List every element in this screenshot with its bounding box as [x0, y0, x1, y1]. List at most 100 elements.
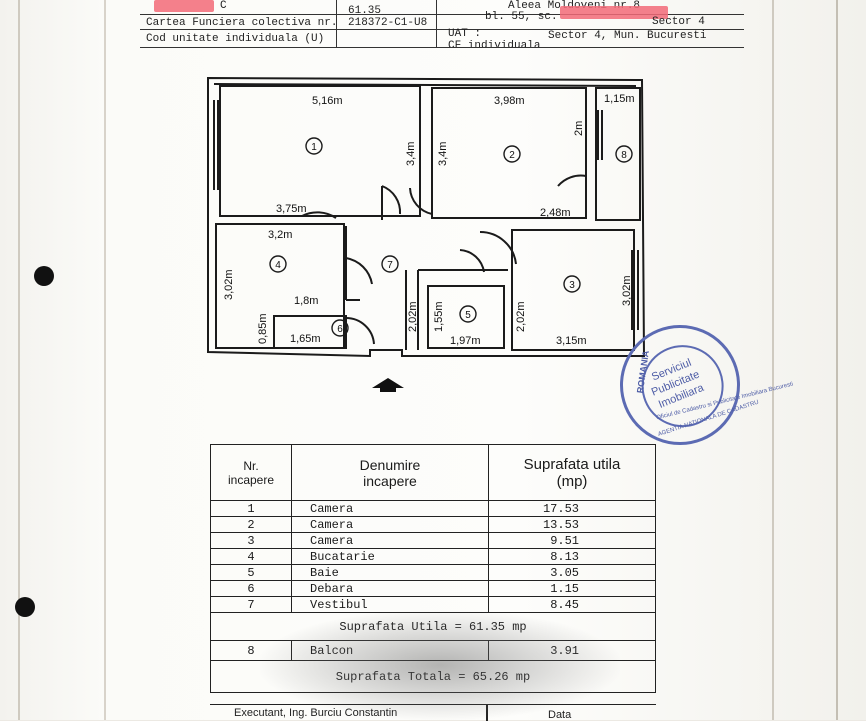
- total-row: Suprafata Totala = 65.26 mp: [210, 660, 656, 693]
- room-7-number: 7: [387, 260, 393, 271]
- dim-r3-side: 3,02m: [621, 275, 633, 306]
- row-name: Vestibul: [291, 596, 489, 613]
- room-6-outline: [273, 315, 347, 349]
- room-3-number: 3: [569, 280, 575, 291]
- row-name: Camera: [291, 532, 489, 549]
- page-edge-far-right: [836, 0, 838, 720]
- room-5-circle: [459, 305, 477, 323]
- page-edge-right: [772, 0, 774, 720]
- dim-r4-side: 3,02m: [223, 269, 235, 300]
- address-bl: bl. 55, sc.: [485, 11, 558, 23]
- header-divider-1: [336, 0, 337, 48]
- room-8-outline: [595, 87, 641, 221]
- row-area: 8.45: [488, 596, 656, 613]
- entrance-arrow-icon: [372, 378, 404, 392]
- row-name: Baie: [291, 564, 489, 581]
- col-sup-label2: (mp): [556, 472, 588, 490]
- header-divider-2: [436, 0, 437, 48]
- room-7-walls: [345, 226, 419, 350]
- room-7-circle: [381, 255, 399, 273]
- redaction-mark: [154, 0, 214, 12]
- dim-r2-top: 3,98m: [494, 95, 525, 107]
- room-1-circle: [305, 137, 323, 155]
- room-5-number: 5: [465, 310, 471, 321]
- dim-r5-right: 2,02m: [515, 301, 527, 332]
- row-name: Debara: [291, 580, 489, 597]
- col-nr-label: Nr.: [243, 458, 259, 473]
- dim-r5-side: 1,55m: [433, 301, 445, 332]
- total-area: Suprafata Totala = 65.26 mp: [210, 660, 656, 693]
- room-2-outline: [431, 87, 587, 219]
- room-3-circle: [563, 275, 581, 293]
- dim-r4-bottom: 1,8m: [294, 295, 318, 307]
- col-den-label: Denumire: [359, 456, 421, 473]
- executant: Executant, Ing. Burciu Constantin: [234, 707, 398, 719]
- col-sup-label: Suprafata utila: [523, 455, 621, 473]
- window-room-8: [597, 110, 603, 160]
- header-row-3: [140, 47, 744, 48]
- room-6-circle: [331, 319, 349, 337]
- door-room-1: [301, 211, 337, 219]
- dim-r5-bottom: 1,97m: [450, 335, 481, 347]
- dim-r7-side: 2,02m: [407, 301, 419, 332]
- col-nr: Nr.incapere: [210, 444, 292, 501]
- row-name: Camera: [291, 500, 489, 517]
- redacted-fragment: C: [220, 0, 227, 12]
- page-edge-inner: [104, 0, 106, 720]
- dim-r6-bottom: 1,65m: [290, 333, 321, 345]
- balcon-area: 3.91: [488, 640, 656, 661]
- punch-hole-bottom: [15, 597, 35, 617]
- balcon-nr: 8: [210, 640, 292, 661]
- util-total-row: Suprafata Utila = 61.35 mp: [210, 612, 656, 641]
- cf-label: CF individuala: [448, 40, 541, 52]
- dim-r2-side: 3,4m: [437, 142, 449, 166]
- row-nr: 5: [210, 564, 292, 581]
- door-room-4: [345, 257, 373, 285]
- row-nr: 4: [210, 548, 292, 565]
- row-area: 8.13: [488, 548, 656, 565]
- uat-value: Sector 4, Mun. Bucuresti: [548, 30, 707, 42]
- room-1-outline: [219, 85, 421, 217]
- row-area: 9.51: [488, 532, 656, 549]
- dim-r8-top: 1,15m: [604, 93, 635, 105]
- row-area: 13.53: [488, 516, 656, 533]
- room-4-outline: [215, 223, 345, 349]
- col-den-label2: incapere: [363, 472, 417, 489]
- punch-hole-top: [34, 266, 54, 286]
- footer-row: Executant, Ing. Burciu Constantin Data: [210, 704, 656, 721]
- data-label: Data: [548, 709, 572, 721]
- col-nr-label2: incapere: [227, 472, 275, 487]
- row-area: 17.53: [488, 500, 656, 517]
- cartea-label: Cartea Funciera colectiva nr.: [146, 17, 338, 29]
- cartea-value: 218372-C1-U8: [348, 17, 428, 29]
- inner-line-top: [213, 83, 637, 87]
- window-room-3: [631, 250, 639, 330]
- room-4-circle: [269, 255, 287, 273]
- room-2-circle: [503, 145, 521, 163]
- row-name: Camera: [291, 516, 489, 533]
- room-3-outline: [511, 229, 635, 351]
- uat-label: UAT :: [448, 28, 482, 40]
- row-area: 1.15: [488, 580, 656, 597]
- row-nr: 3: [210, 532, 292, 549]
- door-entrance: [345, 316, 375, 345]
- room-2-number: 2: [509, 150, 515, 161]
- room-4-number: 4: [275, 260, 281, 271]
- row-name: Bucatarie: [291, 548, 489, 565]
- row-area: 3.05: [488, 564, 656, 581]
- redaction-mark-address: [560, 6, 668, 19]
- dim-r1-bottom: 3,75m: [276, 203, 307, 215]
- room-1-number: 1: [311, 142, 317, 153]
- room-6-number: 6: [337, 324, 343, 335]
- dim-r3-bottom: 3,15m: [556, 335, 587, 347]
- dim-r1-side: 3,4m: [405, 142, 417, 166]
